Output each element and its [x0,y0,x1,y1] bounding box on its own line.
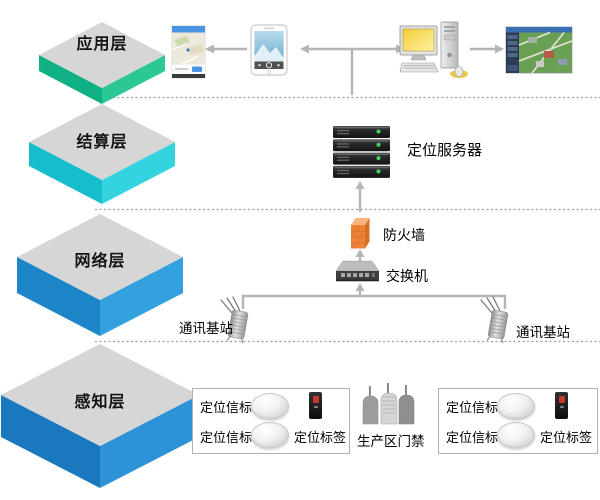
desktop-computer-icon [399,21,468,78]
server-stack-icon [333,126,390,178]
sensor-box-right: 定位信标 定位信标 定位标签 [438,388,598,454]
connector-lines [213,47,507,309]
layer-label-perception: 感知层 [74,394,126,411]
tag-label: 定位标签 [540,430,593,445]
layer-label-settlement: 结算层 [76,134,128,151]
firewall-icon [351,218,370,249]
base-station-icon [220,296,249,344]
base-station-left-label: 通讯基站 [179,321,233,336]
layer-cube-application [39,22,165,104]
layer-cube-settlement [29,104,175,204]
layer-label-network: 网络层 [74,253,126,270]
mobile-app-screenshot [171,25,206,79]
layer-cube-network [17,214,183,336]
beacon-disc-icon [497,393,535,419]
beacon-disc-icon [497,422,535,448]
gate-label: 生产区门禁 [357,434,425,449]
positioning-tag-icon [555,392,568,419]
turnstile-icon [362,383,415,425]
base-station-right-label: 通讯基站 [516,325,570,340]
beacon-label: 定位信标 [200,400,253,415]
server-label: 定位服务器 [407,142,483,159]
firewall-label: 防火墙 [383,227,425,243]
layer-label-application: 应用层 [76,36,128,53]
tag-label: 定位标签 [294,430,347,445]
beacon-label: 定位信标 [200,430,253,445]
beacon-disc-icon [251,422,289,448]
connector-arrowheads [205,44,504,291]
beacon-disc-icon [251,393,289,419]
smartphone-icon [250,24,288,76]
beacon-label: 定位信标 [446,400,499,415]
base-station-icon [480,296,509,344]
sensor-box-left: 定位信标 定位信标 定位标签 [192,388,350,454]
positioning-tag-icon [309,392,322,419]
beacon-label: 定位信标 [446,430,499,445]
map-screenshot [505,26,573,74]
switch-label: 交换机 [386,268,428,284]
network-switch-icon [335,260,380,282]
layer-cube-perception [1,344,199,488]
layer-separator-lines [95,96,600,343]
